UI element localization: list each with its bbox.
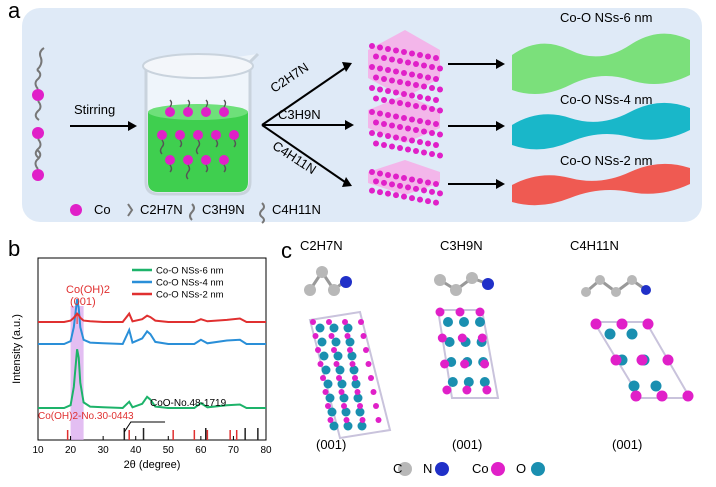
legend-co-dot <box>491 462 505 476</box>
x-tick-label: 50 <box>163 445 175 456</box>
sheet-2nm <box>512 163 690 206</box>
ref-cooh2-label: Co(OH)2-No.30-0443 <box>38 411 134 422</box>
legend-co-label: Co <box>472 461 489 476</box>
mol1-label: C2H7N <box>300 238 343 253</box>
legend-n-label: N <box>423 461 433 476</box>
coo-leader <box>123 421 166 433</box>
sheet-4nm <box>512 102 690 150</box>
legend-n-dot <box>435 462 449 476</box>
legend-c-label: C <box>393 461 403 476</box>
molecule-c2h7n <box>304 266 352 296</box>
facet-2-label: (001) <box>452 437 483 452</box>
xrd-series-line <box>38 299 266 346</box>
amine-mid-label: C3H9N <box>278 107 321 122</box>
x-axis-label: 2θ (degree) <box>124 459 181 471</box>
panel-b-letter: b <box>8 236 21 261</box>
legend-c-dot <box>398 462 412 476</box>
panel-c-letter: c <box>281 238 292 263</box>
molecule-c4h11n <box>581 275 651 297</box>
xrd-series-line <box>38 349 266 410</box>
amine-chain-strand <box>32 47 45 181</box>
xrd-chart: 10 20 30 40 50 60 70 80 2θ (degree) Intensity (a.… <box>11 257 272 471</box>
x-tick-label: 40 <box>130 445 142 456</box>
legend-entry: Co-O NSs-6 nm <box>156 266 224 277</box>
xrd-series-line <box>38 311 266 323</box>
ref-coo-label: CoO-No.48-1719 <box>150 398 227 409</box>
molecule-c3h9n <box>434 272 494 296</box>
legend-entry: Co-O NSs-4 nm <box>156 278 224 289</box>
peak-label-compound: Co(OH)2 <box>66 284 111 296</box>
legend-co-text: Co <box>94 202 111 217</box>
legend-entry: Co-O NSs-2 nm <box>156 290 224 301</box>
branch-arrows <box>261 67 346 183</box>
x-tick-label: 60 <box>195 445 207 456</box>
x-tick-label: 10 <box>32 445 44 456</box>
legend-o-label: O <box>516 461 527 476</box>
panel-a-letter: a <box>8 0 21 23</box>
legend-c3-text: C3H9N <box>202 202 245 217</box>
facet-1-label: (001) <box>316 437 347 452</box>
product-4nm-label: Co-O NSs-4 nm <box>560 92 653 107</box>
panel-a-illustration <box>32 30 690 224</box>
legend-c2-text: C2H7N <box>140 202 183 217</box>
facet-3-label: (001) <box>612 437 643 452</box>
product-2nm-label: Co-O NSs-2 nm <box>560 153 653 168</box>
x-tick-label: 80 <box>260 445 272 456</box>
legend-c4-text: C4H11N <box>272 202 321 217</box>
co-legend-dot <box>70 204 82 216</box>
panel-c-structures <box>304 266 694 476</box>
stirring-label: Stirring <box>74 102 116 117</box>
sheet-6nm <box>512 33 690 94</box>
mol2-label: C3H9N <box>440 238 483 253</box>
peak-label-facet: (001) <box>70 296 96 308</box>
beaker <box>142 52 260 196</box>
x-tick-label: 20 <box>65 445 77 456</box>
legend-o-dot <box>531 462 545 476</box>
x-tick-label: 30 <box>98 445 110 456</box>
plot-frame <box>37 257 267 441</box>
mol3-label: C4H11N <box>570 238 619 253</box>
unit-cell-2 <box>436 309 500 399</box>
x-tick-label: 70 <box>228 445 240 456</box>
product-6nm-label: Co-O NSs-6 nm <box>560 10 653 25</box>
highlight-band <box>70 306 84 440</box>
y-axis-label: Intensity (a.u.) <box>11 314 23 384</box>
